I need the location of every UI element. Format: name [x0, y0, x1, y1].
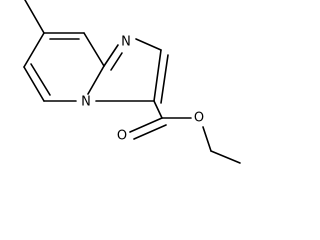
bond-c8-c8a [83, 32, 105, 67]
atom-label-n-bridgehead: N [81, 95, 91, 110]
bond-carbonyl-o [129, 117, 163, 133]
bond-c8a-n1-double [110, 52, 123, 71]
bond-c3-carbonyl [153, 100, 163, 119]
bond-carbonyl-o-double [133, 124, 167, 140]
atom-label-n-imidazole: N [121, 35, 131, 50]
bond-n1-c2 [135, 38, 162, 51]
bond-c5-c6-double [30, 63, 51, 96]
bond-c8a-n1 [103, 44, 119, 67]
bond-ch2-ch3 [210, 150, 241, 164]
atom-label-o-ester: O [194, 111, 204, 126]
bond-methyl [24, 0, 45, 34]
molecule-structure: N N O O [23, 0, 241, 164]
bond-c6-c7 [23, 32, 45, 68]
atom-label-o-carbonyl: O [117, 129, 127, 144]
bond-c8a-n4 [87, 65, 105, 95]
bond-c5-c6 [23, 66, 45, 102]
bond-c2-c3 [153, 49, 162, 102]
bond-oester-ch2 [202, 126, 212, 152]
bond-c2-c3-double [160, 54, 169, 104]
